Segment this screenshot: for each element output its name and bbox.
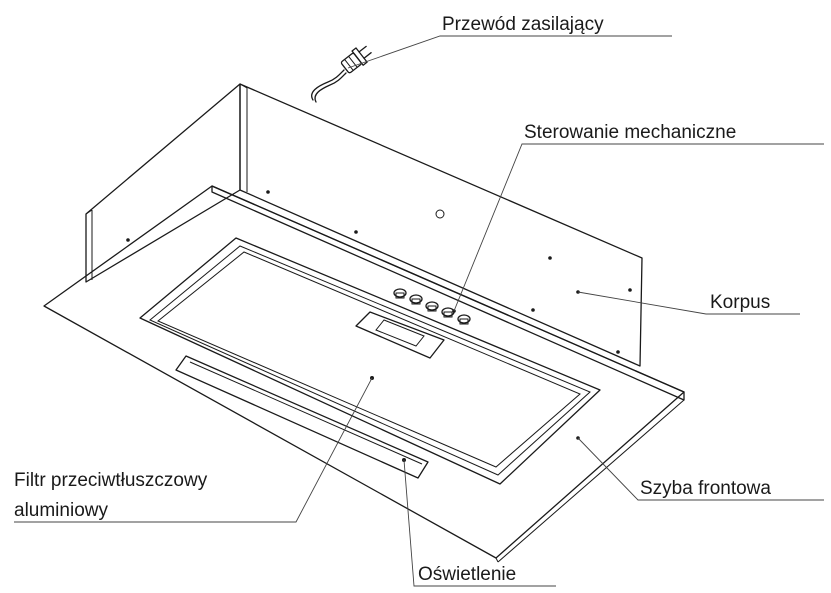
label-grease-filter-line2: aluminiowy — [14, 500, 108, 521]
leader-grease-filter — [14, 377, 373, 523]
control-panel-recess — [355, 311, 445, 359]
filter-mesh — [157, 251, 581, 468]
leader-lighting — [403, 459, 556, 587]
label-mechanical-control: Sterowanie mechaniczne — [524, 122, 736, 143]
leader-lines — [14, 35, 824, 587]
glass-top-face — [43, 185, 685, 559]
leader-body — [577, 291, 800, 315]
control-knob-group — [393, 288, 471, 325]
filter-frame — [139, 237, 601, 485]
leader-power-cord — [347, 35, 672, 69]
grease-filter — [139, 237, 601, 485]
knob-icon — [441, 307, 455, 318]
filter-frame-inner — [149, 245, 591, 476]
labels: Przewód zasilający Sterowanie mechaniczn… — [14, 14, 771, 585]
power-cord — [311, 45, 372, 103]
leader-mechanical-control — [453, 143, 824, 312]
label-grease-filter-line1: Filtr przeciwtłuszczowy — [14, 470, 208, 491]
control-switch — [375, 319, 425, 347]
plug-icon — [340, 45, 372, 74]
label-lighting: Oświetlenie — [418, 564, 516, 585]
knob-icon — [393, 288, 407, 299]
housing-left-panel — [85, 83, 241, 283]
label-front-glass: Szyba frontowa — [640, 478, 771, 499]
glass-edge — [211, 185, 685, 401]
lighting-strip — [175, 355, 429, 479]
front-glass-panel — [43, 185, 685, 563]
leader-front-glass — [577, 437, 824, 501]
knob-icon — [409, 294, 423, 305]
knob-icon — [457, 314, 471, 325]
mounting-hole — [435, 209, 445, 219]
label-power-cord: Przewód zasilający — [442, 14, 604, 35]
label-body: Korpus — [710, 292, 770, 313]
mechanical-controls — [355, 288, 471, 359]
light-bar — [175, 355, 429, 479]
knob-icon — [425, 301, 439, 312]
